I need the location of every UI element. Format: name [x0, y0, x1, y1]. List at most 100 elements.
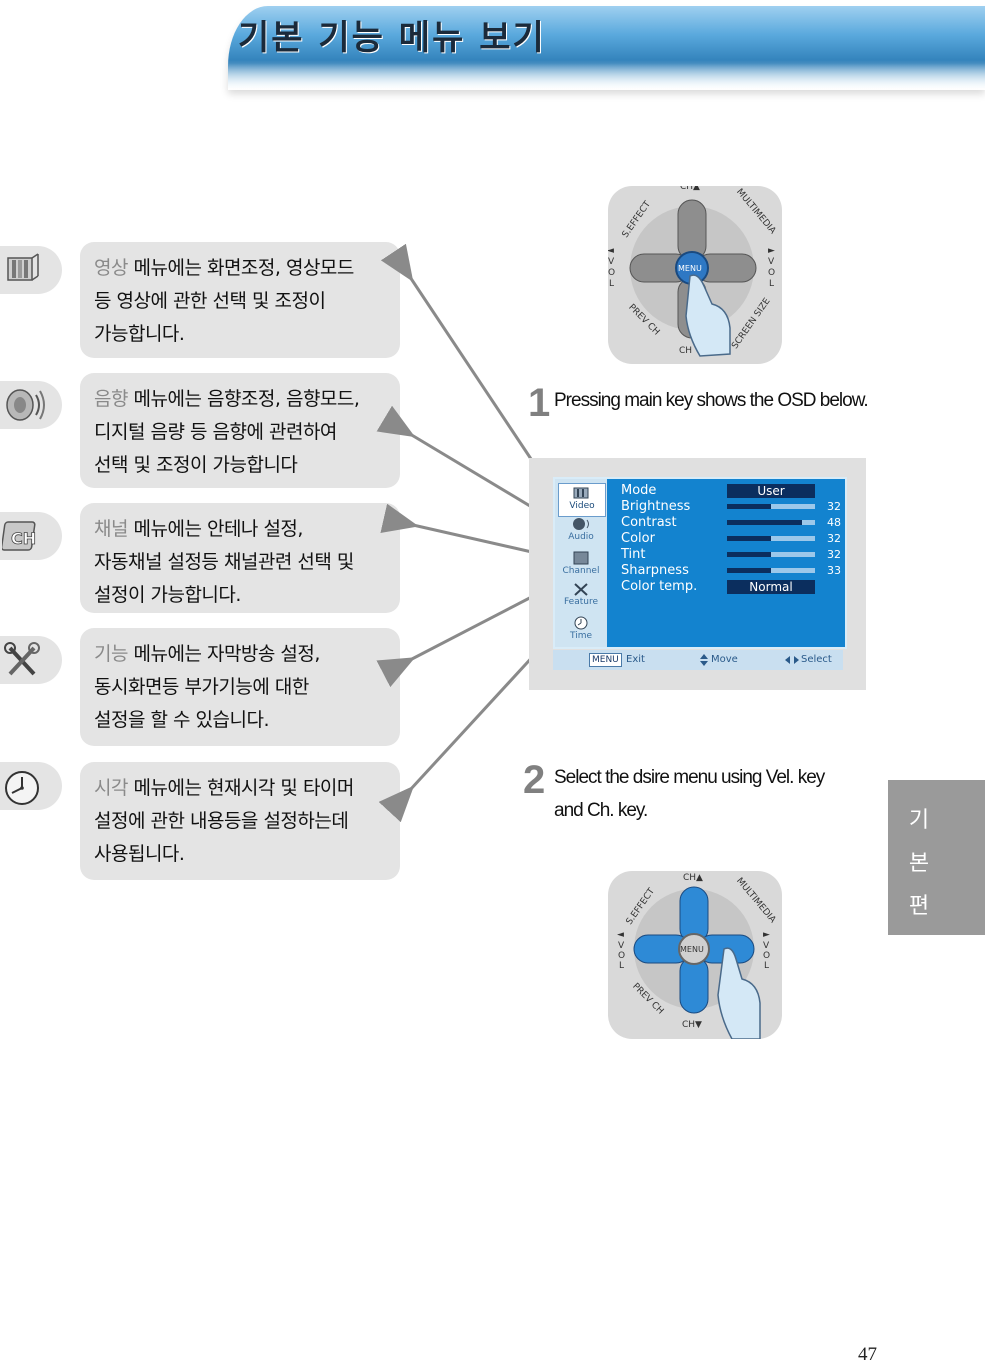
ch-down-label: CH▼	[682, 1020, 702, 1030]
osd-tab-video[interactable]: Video	[558, 483, 606, 517]
clock-icon	[5, 771, 39, 805]
svg-text:►: ►	[763, 930, 770, 940]
osd-video-settings: Mode User Brightness 32 Contrast 48 Colo…	[607, 479, 845, 647]
remote-keypad-diagram: CH▲ S.EFFECT MULTIMEDIA PREV CH SCREEN S…	[608, 186, 778, 357]
osd-sidebar: Video Audio Channel Feature Time	[555, 479, 607, 647]
vol-left-label: ◄ V O L	[617, 930, 625, 971]
svg-text:V: V	[608, 257, 615, 267]
video-icon	[7, 253, 39, 281]
arrow-to-feature	[376, 588, 546, 688]
audio-icon	[6, 389, 45, 421]
feature-tools-icon	[4, 642, 40, 676]
menu-key-label: MENU	[680, 945, 704, 954]
remote-keypad-diagram: CH▲ S.EFFECT MULTIMEDIA PREV CH CH▼ ◄ V …	[617, 873, 778, 1039]
ch-down-key[interactable]	[679, 956, 709, 1014]
svg-text:V: V	[618, 941, 625, 951]
side-tab-char-3: 편	[908, 894, 930, 919]
osd-row-mode[interactable]: Mode User	[621, 483, 841, 499]
pointing-hand-icon	[685, 274, 731, 357]
osd-screen: Video Audio Channel Feature Time Mode Us…	[553, 477, 847, 649]
step-1-text: Pressing main key shows the OSD below.	[554, 390, 869, 411]
video-tab	[0, 246, 62, 294]
osd-color-temp-value: Normal	[727, 580, 815, 594]
clock-icon	[574, 616, 588, 630]
svg-text:L: L	[769, 279, 774, 289]
svg-text:CH: CH	[11, 529, 36, 548]
title-banner-fade	[228, 60, 985, 90]
svg-text:◄: ◄	[617, 930, 624, 940]
svg-text:O: O	[618, 951, 625, 961]
vol-left-label: ◄ V O L	[608, 246, 615, 289]
ch-up-label: CH▲	[683, 873, 703, 883]
osd-select-hint: Select	[801, 654, 832, 665]
step-2-number: 2	[523, 758, 546, 802]
audio-icon	[573, 518, 589, 530]
menu-key[interactable]	[678, 933, 710, 965]
step-2-text-line2: and Ch. key.	[554, 800, 648, 821]
time-tab	[0, 762, 62, 810]
osd-move-hint: Move	[711, 654, 738, 665]
osd-exit-hint: Exit	[626, 654, 645, 665]
osd-footer: MENU Exit Move Select	[553, 650, 843, 670]
brightness-slider[interactable]	[727, 504, 815, 509]
page-number: 47	[858, 1344, 877, 1365]
svg-text:L: L	[764, 961, 769, 971]
left-right-arrows-icon	[785, 656, 799, 664]
page-title: 기본 기능 메뉴 보기	[238, 18, 546, 58]
multimedia-label: MULTIMEDIA	[734, 187, 778, 237]
ch-label: CH	[679, 346, 692, 356]
vol-right-label: ► V O L	[768, 246, 775, 289]
step-1-number: 1	[528, 381, 551, 425]
contrast-slider[interactable]	[727, 520, 815, 525]
arrow-to-channel	[380, 503, 546, 557]
svg-text:►: ►	[768, 246, 775, 256]
osd-tab-audio[interactable]: Audio	[558, 515, 604, 547]
tint-slider[interactable]	[727, 552, 815, 557]
osd-tab-feature[interactable]: Feature	[558, 580, 604, 612]
svg-text:L: L	[619, 961, 624, 971]
osd-row-color[interactable]: Color 32	[621, 531, 841, 546]
step-2-text-line1: Select the dsire menu using Vel. key	[554, 767, 825, 788]
vol-right-label: ► V O L	[763, 930, 770, 971]
osd-menu-key: MENU	[589, 653, 622, 667]
feature-tab	[0, 636, 62, 684]
arrow-to-video	[380, 243, 547, 481]
channel-icon	[573, 551, 589, 565]
osd-row-sharpness[interactable]: Sharpness 33	[621, 563, 841, 578]
svg-text:O: O	[768, 268, 775, 278]
svg-text:V: V	[763, 941, 770, 951]
up-down-arrows-icon	[700, 654, 708, 666]
audio-tab	[0, 381, 62, 429]
color-slider[interactable]	[727, 536, 815, 541]
remote-control-bottom: CH▲ S.EFFECT MULTIMEDIA PREV CH CH▼ ◄ V …	[608, 871, 782, 1039]
arrow-to-audio	[376, 405, 546, 517]
arrow-to-time	[378, 638, 550, 823]
svg-text:◄: ◄	[608, 246, 614, 256]
channel-tab: CH	[0, 512, 62, 560]
osd-row-contrast[interactable]: Contrast 48	[621, 515, 841, 530]
svg-text:V: V	[768, 257, 775, 267]
sharpness-slider[interactable]	[727, 568, 815, 573]
remote-control-top: CH▲ S.EFFECT MULTIMEDIA PREV CH SCREEN S…	[608, 186, 782, 364]
osd-row-brightness[interactable]: Brightness 32	[621, 499, 841, 514]
ch-up-label: CH▲	[680, 186, 700, 192]
osd-row-tint[interactable]: Tint 32	[621, 547, 841, 562]
osd-row-color-temp[interactable]: Color temp. Normal	[621, 579, 841, 595]
video-icon	[573, 487, 589, 499]
svg-text:O: O	[763, 951, 770, 961]
osd-tab-time[interactable]: Time	[558, 614, 604, 646]
pointing-hand-icon	[717, 947, 761, 1039]
menu-key-label: MENU	[678, 264, 702, 273]
osd-tab-channel[interactable]: Channel	[558, 549, 604, 581]
side-tab-char-1: 기	[908, 808, 930, 833]
